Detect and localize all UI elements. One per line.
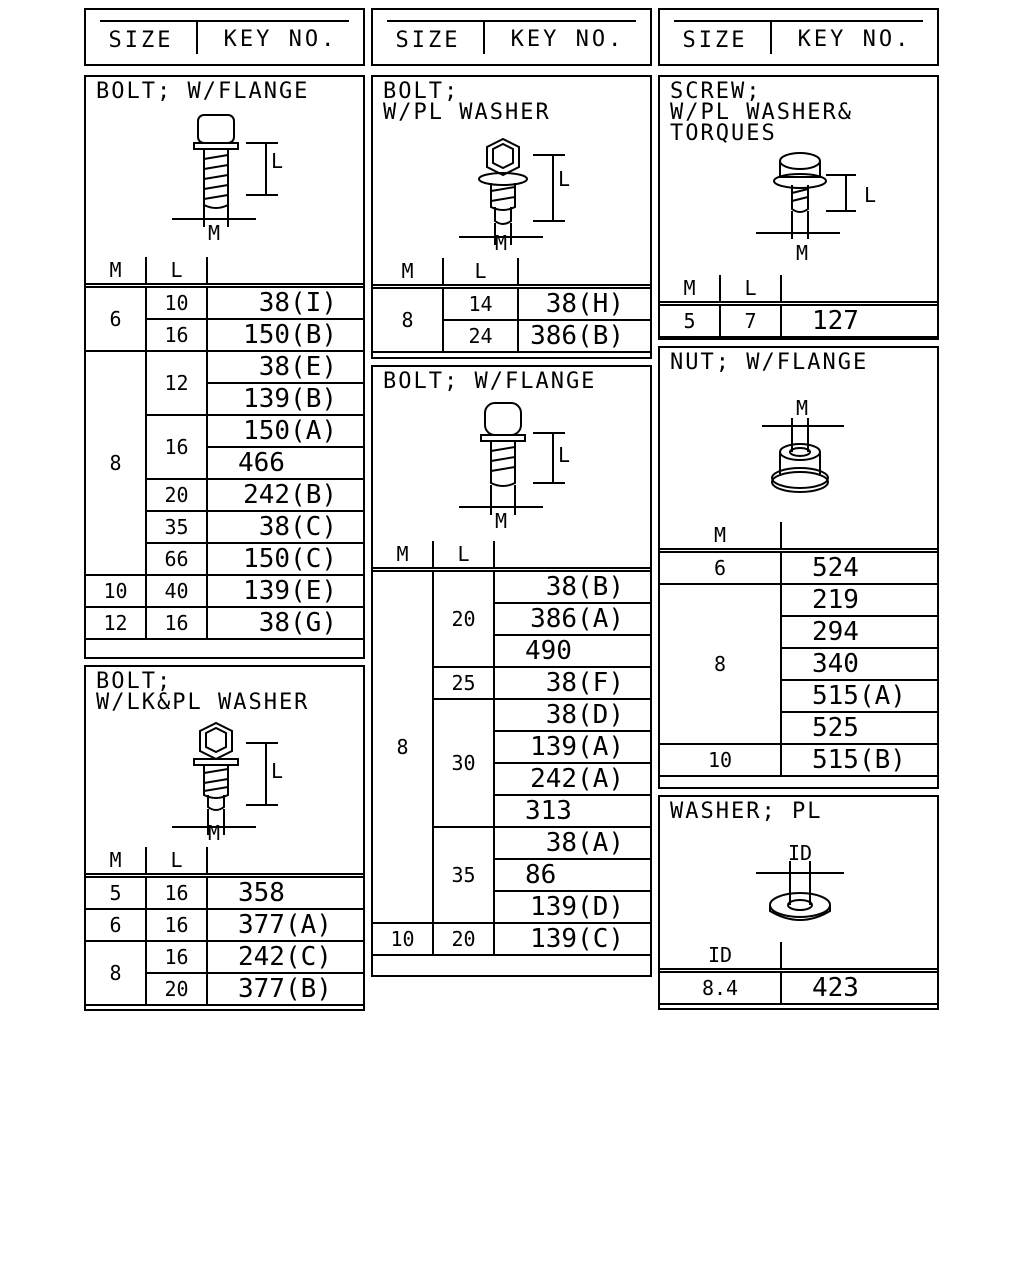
key-no: 386(A) [494,601,650,636]
dim-M-label: M [495,509,508,533]
size-label: SIZE [108,27,174,53]
key-no: 150(B) [206,317,363,352]
panel-title: SCREW; W/PL WASHER& TORQUES [670,79,853,146]
key-no: 377(B) [206,971,363,1006]
key-no: 127 [780,302,937,338]
flange-nut-drawing [762,418,844,493]
header-col2: SIZE KEY NO. [371,8,652,66]
key-no: 524 [780,549,937,585]
key-no-label: KEY NO. [770,20,937,54]
dim-L-label: L [864,183,877,207]
key-no: 515(A) [781,678,937,713]
flange-bolt-drawing [459,402,565,515]
key-no: 358 [206,874,363,910]
key-no: 38(E) [206,349,363,384]
dim-M-label: M [796,396,809,420]
header-col1: SIZE KEY NO. [84,8,365,66]
panel-title: BOLT; W/FLANGE [96,79,310,104]
torx-screw-drawing [756,152,856,239]
key-no: 139(D) [494,889,650,924]
key-no: 38(H) [517,285,650,321]
key-no: 38(A) [493,825,650,860]
key-no: 139(B) [207,381,363,416]
dim-M-label: M [208,821,221,845]
dim-L-label: L [271,149,284,173]
dim-L-label: L [271,759,284,783]
dim-M-label: M [495,231,508,255]
key-no: 515(B) [780,742,937,777]
key-no: 150(A) [206,413,363,448]
key-no: 38(B) [493,568,650,604]
key-no: 38(C) [206,509,363,544]
panel-title: BOLT; W/PL WASHER [383,79,551,125]
key-no: 139(C) [493,921,650,956]
key-no-label: KEY NO. [196,20,363,54]
key-no: 377(A) [206,907,363,942]
size-label: SIZE [395,27,461,53]
key-no: 490 [494,633,650,668]
lk-washer-bolt-drawing [172,721,278,835]
key-no: 313 [494,793,650,828]
key-no: 219 [780,582,937,617]
dim-L-label: L [558,443,571,467]
key-no: 38(F) [493,665,650,700]
panel-title: BOLT; W/LK&PL WASHER [96,669,310,715]
key-no: 150(C) [206,541,363,576]
header-col3: SIZE KEY NO. [658,8,939,66]
pl-washer-bolt-drawing [459,137,565,245]
flange-bolt-drawing [172,114,278,227]
panel-title: NUT; W/FLANGE [670,350,869,375]
key-no: 139(E) [206,573,363,608]
key-no: 139(A) [494,729,650,764]
key-no: 340 [781,646,937,681]
key-no: 294 [781,614,937,649]
size-label: SIZE [682,27,748,53]
key-no: 466 [207,445,363,480]
key-no: 242(A) [494,761,650,796]
panel-title: WASHER; PL [670,799,823,824]
key-no: 242(C) [206,939,363,974]
dim-M-label: M [208,221,221,245]
key-no: 38(D) [493,697,650,732]
key-no: 525 [781,710,937,745]
key-no-label: KEY NO. [483,20,650,54]
key-no: 86 [494,857,650,892]
key-no: 423 [780,969,937,1005]
plain-washer-drawing [756,861,844,921]
key-no: 242(B) [206,477,363,512]
dim-ID-label: ID [788,841,813,865]
key-no: 386(B) [517,318,650,353]
dim-L-label: L [558,167,571,191]
key-no: 38(I) [206,284,363,320]
panel-title: BOLT; W/FLANGE [383,369,597,394]
key-no: 38(G) [206,605,363,640]
dim-M-label: M [796,241,809,265]
